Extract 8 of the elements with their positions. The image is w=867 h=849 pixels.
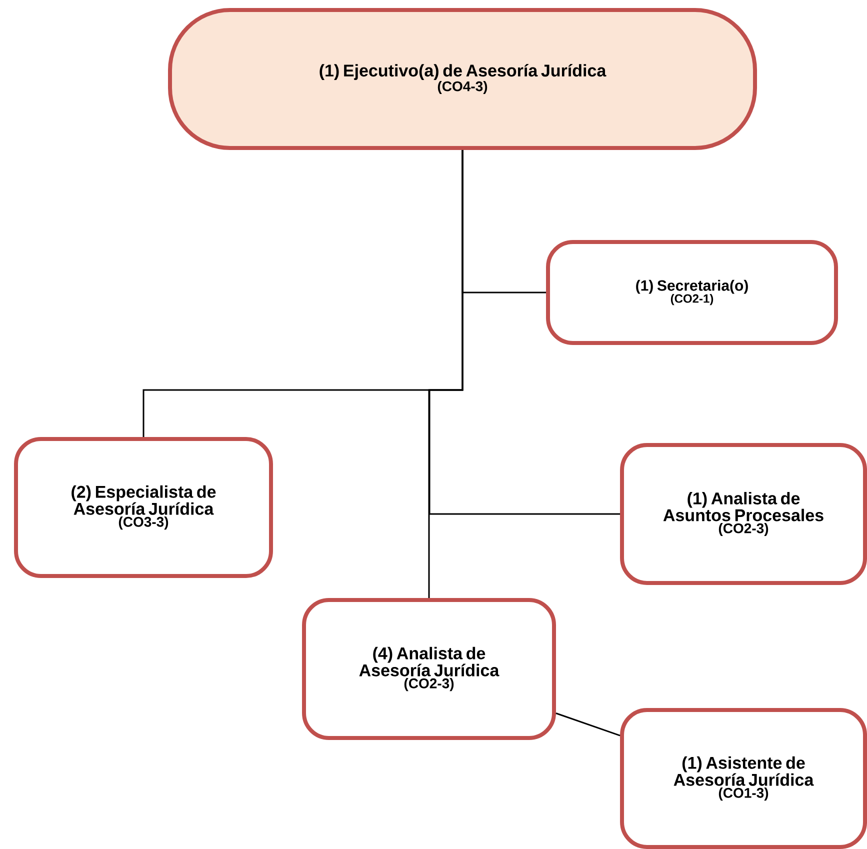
org-box: (1) Ejecutivo(a) de Asesoría Jurídica (CO4-3) [168, 8, 757, 150]
org-box: (2) Especialista de Asesoría Jurídica (CO3-3) [14, 437, 273, 578]
connector-line [556, 712, 620, 736]
org-box: (1) Asistente de Asesoría Jurídica (CO1-3) [620, 708, 867, 849]
org-box: (1) Analista de Asuntos Procesales (CO2-3) [620, 443, 867, 585]
org-box: (1) Secretaria(o) (CO2-1) [546, 240, 838, 345]
connector-line [428, 150, 464, 598]
org-box: (4) Analista de Asesoría Jurídica (CO2-3) [302, 598, 556, 740]
